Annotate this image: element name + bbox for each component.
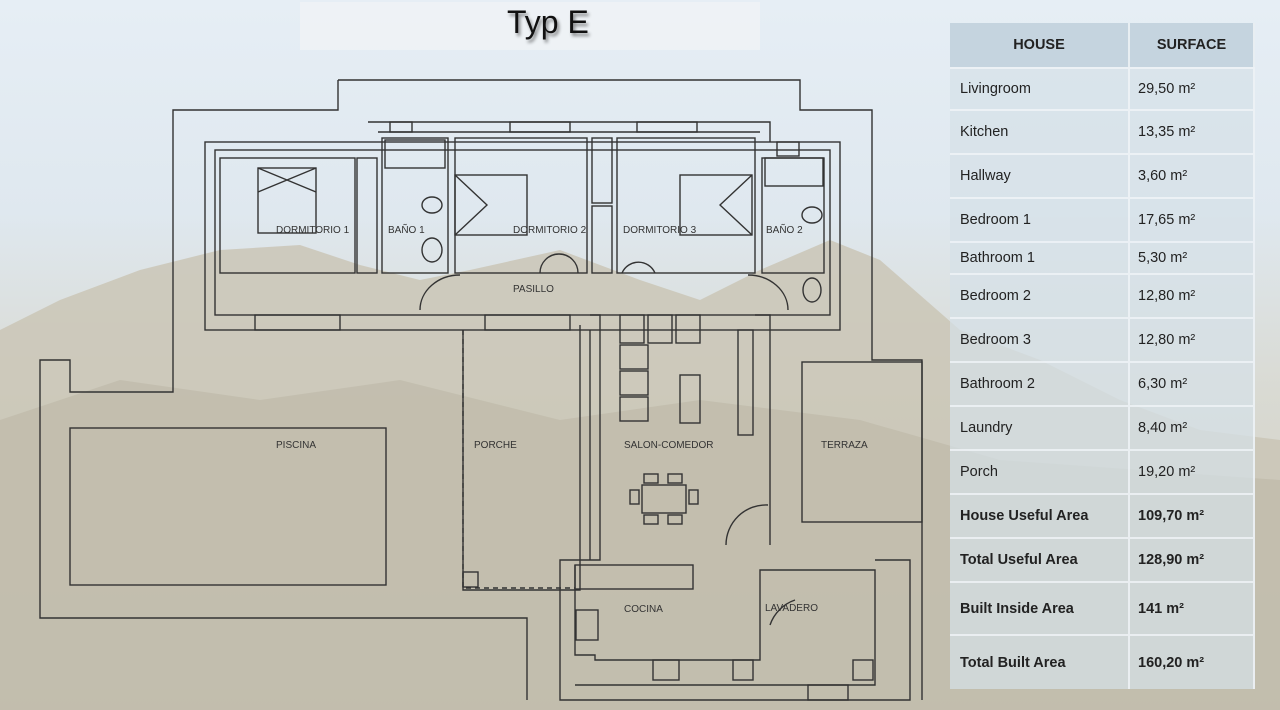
room-name: House Useful Area — [950, 493, 1130, 537]
room-surface: 12,80 m² — [1130, 317, 1255, 361]
room-surface: 5,30 m² — [1130, 241, 1255, 273]
room-name: Bedroom 1 — [950, 197, 1130, 241]
room-name: Total Built Area — [950, 634, 1130, 689]
room-name: Livingroom — [950, 67, 1130, 109]
label-porche: PORCHE — [474, 440, 517, 451]
room-surface: 160,20 m² — [1130, 634, 1255, 689]
room-surface: 128,90 m² — [1130, 537, 1255, 581]
room-surface: 17,65 m² — [1130, 197, 1255, 241]
label-dormitorio-1: DORMITORIO 1 — [276, 225, 350, 236]
plot-boundary — [338, 79, 923, 700]
room-name: Bedroom 3 — [950, 317, 1130, 361]
room-name: Laundry — [950, 405, 1130, 449]
room-surface: 12,80 m² — [1130, 273, 1255, 317]
room-name: Bathroom 2 — [950, 361, 1130, 405]
label-piscina: PISCINA — [276, 440, 316, 451]
room-surface: 3,60 m² — [1130, 153, 1255, 197]
label-terraza: TERRAZA — [821, 440, 868, 451]
room-surface: 13,35 m² — [1130, 109, 1255, 153]
room-name: Total Useful Area — [950, 537, 1130, 581]
label-bano-2: BAÑO 2 — [766, 223, 803, 236]
room-name: Bathroom 1 — [950, 241, 1130, 273]
page-title-box: Typ E — [300, 2, 760, 50]
table-header-row: HOUSE SURFACE — [950, 23, 1255, 67]
room-surface: 6,30 m² — [1130, 361, 1255, 405]
label-dormitorio-3: DORMITORIO 3 — [623, 225, 697, 236]
floor-plan: DORMITORIO 1 BAÑO 1 DORMITORIO 2 DORMITO… — [39, 79, 923, 701]
room-name: Bedroom 2 — [950, 273, 1130, 317]
room-name: Porch — [950, 449, 1130, 493]
label-dormitorio-2: DORMITORIO 2 — [513, 225, 587, 236]
header-house: HOUSE — [950, 23, 1130, 67]
room-surface: 141 m² — [1130, 581, 1255, 634]
room-surface: 29,50 m² — [1130, 67, 1255, 109]
header-surface: SURFACE — [1130, 23, 1255, 67]
label-pasillo: PASILLO — [513, 284, 554, 295]
label-cocina: COCINA — [624, 604, 663, 615]
label-lavadero: LAVADERO — [765, 603, 818, 614]
label-bano-1: BAÑO 1 — [388, 223, 425, 236]
room-name: Kitchen — [950, 109, 1130, 153]
room-name: Built Inside Area — [950, 581, 1130, 634]
room-name: Hallway — [950, 153, 1130, 197]
page-title: Typ E — [507, 4, 589, 40]
label-salon: SALON-COMEDOR — [624, 440, 713, 451]
room-surface: 8,40 m² — [1130, 405, 1255, 449]
room-surface: 109,70 m² — [1130, 493, 1255, 537]
room-surface: 19,20 m² — [1130, 449, 1255, 493]
